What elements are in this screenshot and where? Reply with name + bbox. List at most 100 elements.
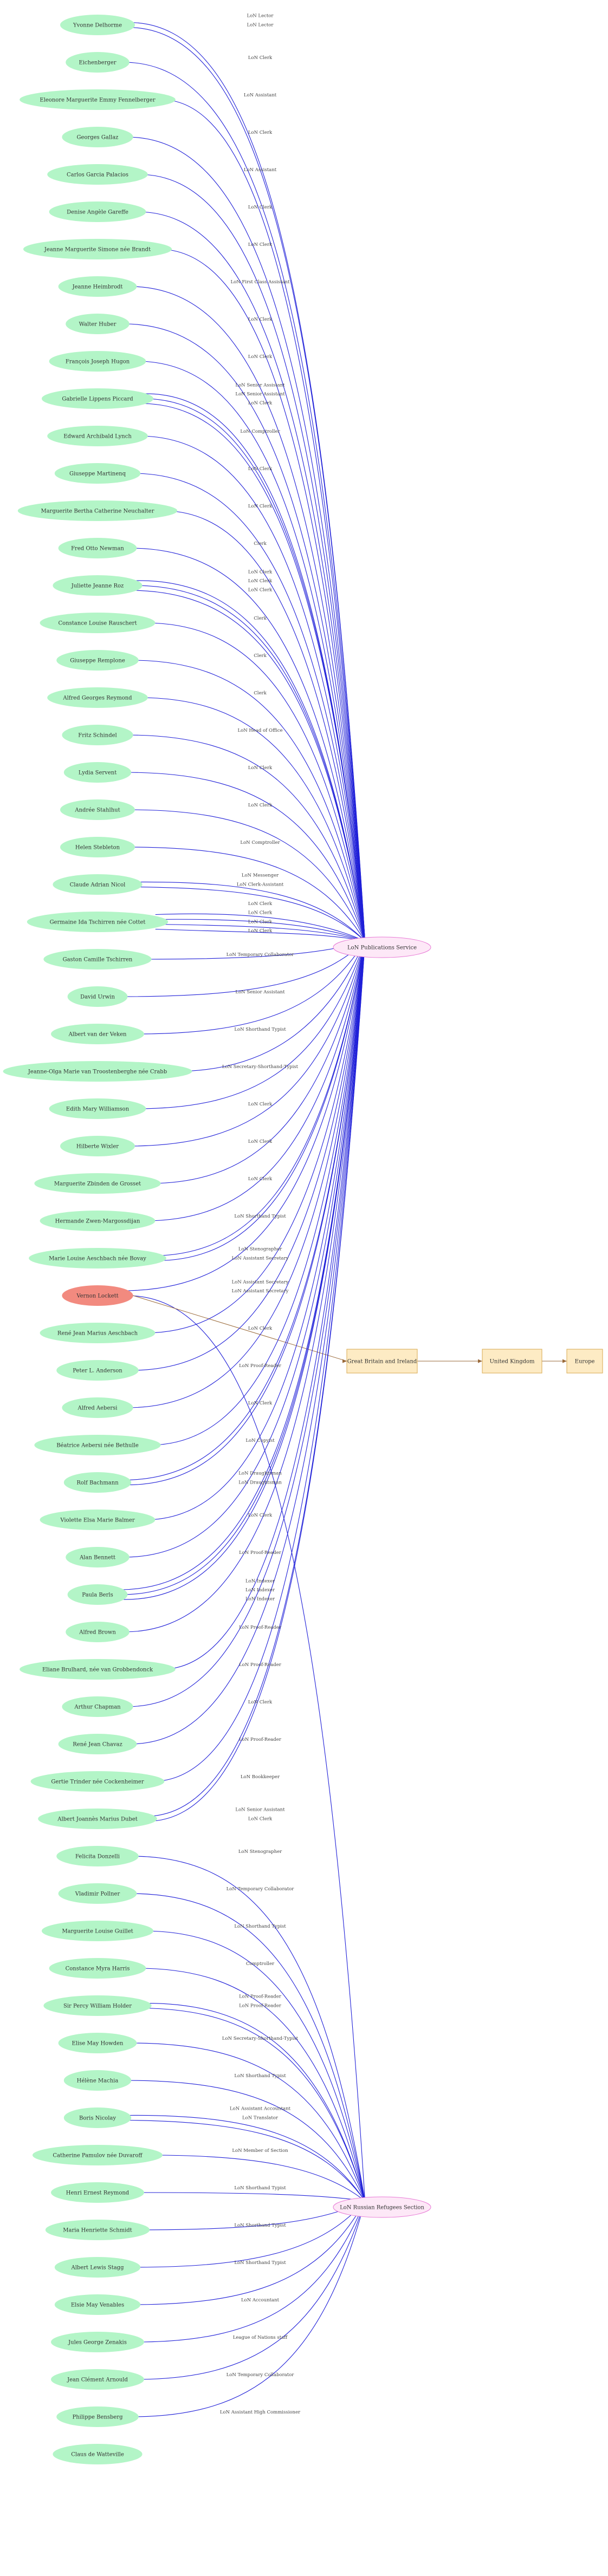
person-node[interactable]: Arthur Chapman <box>62 1696 133 1717</box>
person-node[interactable]: Helen Stebleton <box>60 837 135 857</box>
person-node[interactable]: Eichenberger <box>66 52 130 73</box>
person-node[interactable]: Jean Clément Arnould <box>51 2369 144 2390</box>
person-node[interactable]: Sir Percy William Holder <box>43 1995 152 2016</box>
edge-germaine-ida-tschirren-nee-cottet-to-publications <box>155 923 365 942</box>
person-node[interactable]: Constance Myra Harris <box>49 1958 146 1979</box>
person-node[interactable]: Felicita Donzelli <box>56 1846 139 1866</box>
edge-label: LoN Clerk <box>248 466 273 472</box>
person-node[interactable]: Claus de Watteville <box>53 2444 143 2464</box>
person-node[interactable]: Fred Otto Newman <box>58 538 137 558</box>
person-node[interactable]: Maria Henriette Schmidt <box>45 2220 150 2240</box>
person-node[interactable]: Yvonne Delhorme <box>60 15 135 35</box>
person-name: Marie Louise Aeschbach née Bovay <box>49 1256 146 1262</box>
person-node[interactable]: David Urwin <box>67 986 128 1007</box>
person-node[interactable]: Eleonore Marguerite Emmy Fennelberger <box>20 89 176 110</box>
person-node[interactable]: Paula Berls <box>67 1584 128 1605</box>
person-node[interactable]: Vladimir Pollner <box>58 1883 137 1904</box>
person-node[interactable]: Marguerite Louise Guillet <box>42 1921 153 1941</box>
person-node[interactable]: Giuseppe Remplone <box>56 650 139 671</box>
place-node-gb[interactable]: Great Britain and Ireland <box>346 1349 418 1374</box>
person-node[interactable]: Lydia Servent <box>63 762 132 783</box>
person-node[interactable]: François Joseph Hugon <box>49 351 146 372</box>
edge-boris-nicolay-to-refugees <box>125 2119 365 2201</box>
person-node[interactable]: Hélène Machia <box>63 2070 132 2091</box>
service-node-pub[interactable]: LoN Publications Service <box>333 936 431 958</box>
edge-eichenberger-to-publications <box>124 62 366 941</box>
edge-label: LoN Indexer <box>245 1588 275 1593</box>
person-ellipse <box>17 500 178 521</box>
edge-label: LoN Clerk <box>248 1139 273 1144</box>
person-node[interactable]: Catherine Pamulov née Duvaroff <box>33 2145 163 2165</box>
person-node[interactable]: Béatrice Aebersi née Bethulle <box>34 1435 161 1455</box>
person-node[interactable]: Edith Mary Williamson <box>49 1098 146 1119</box>
person-node[interactable]: Jeanne-Olga Marie van Troostenberghe née… <box>3 1061 192 1082</box>
edge-paula-berls-to-publications <box>122 941 366 1595</box>
person-node[interactable]: Germaine Ida Tschirren née Cottet <box>27 912 169 932</box>
person-node[interactable]: Boris Nicolay <box>63 2107 132 2128</box>
person-node[interactable]: Marguerite Bertha Catherine Neuchalter <box>17 500 178 521</box>
edge-label: LoN Senior Assistant <box>235 392 285 397</box>
person-node[interactable]: Rolf Bachmann <box>63 1472 132 1493</box>
edge-label: LoN Temporary Collaborator <box>227 1887 295 1892</box>
person-node[interactable]: Philippe Bensberg <box>56 2406 139 2427</box>
edge-label: LoN Clerk <box>248 242 273 248</box>
person-node[interactable]: René Jean Marius Aeschbach <box>40 1323 156 1343</box>
person-node[interactable]: Marguerite Zbinden de Grosset <box>34 1173 161 1194</box>
person-node[interactable]: Elise May Howden <box>58 2033 137 2053</box>
service-node-ref[interactable]: LoN Russian Refugees Section <box>333 2196 431 2218</box>
place-node-eu[interactable]: Europe <box>566 1349 603 1374</box>
person-ellipse <box>66 314 130 334</box>
person-node[interactable]: Violette Elsa Marie Balmer <box>40 1510 156 1530</box>
person-node[interactable]: Gertie Trinder née Cockenheimer <box>30 1771 165 1792</box>
person-node[interactable]: Andrée Stahlhut <box>60 799 135 820</box>
edge-edward-archibald-lynch-to-publications <box>139 435 366 941</box>
edge-walter-huber-to-publications <box>124 323 366 941</box>
person-node[interactable]: Alan Bennett <box>66 1547 130 1567</box>
person-name: Elsie May Venables <box>71 2302 124 2308</box>
person-node[interactable]: Claude Adrian Nicol <box>53 874 143 895</box>
person-node[interactable]: Edward Archibald Lynch <box>47 426 148 446</box>
person-node[interactable]: Vernon Lockett <box>62 1285 133 1306</box>
person-ellipse <box>62 1397 133 1418</box>
edge-label: LoN Clerk <box>248 1176 273 1182</box>
edge-label: LoN Temporary Collaborator <box>227 952 295 958</box>
person-node[interactable]: Juliette Jeanne Roz <box>53 575 143 596</box>
person-node[interactable]: Alfred Aebersi <box>62 1397 133 1418</box>
person-node[interactable]: Alfred Brown <box>66 1622 130 1642</box>
person-ellipse <box>67 986 128 1007</box>
person-ellipse <box>23 239 172 259</box>
edge-label: LoN Clerk <box>248 317 273 322</box>
edge-jules-george-zenakis-to-refugees <box>135 2201 366 2343</box>
person-node[interactable]: Albert Joannès Marius Dubet <box>38 1809 157 1829</box>
person-node[interactable]: Hilberte Wixler <box>60 1136 135 1156</box>
person-node[interactable]: Gabrielle Lippens Piccard <box>42 388 153 409</box>
person-node[interactable]: Henri Ernest Reymond <box>51 2182 144 2203</box>
person-node[interactable]: Albert van der Veken <box>51 1024 144 1044</box>
edge-label: LoN Clerk <box>248 578 273 584</box>
person-node[interactable]: Giuseppe Martinenq <box>54 463 141 484</box>
person-node[interactable]: Jules George Zenakis <box>51 2332 144 2352</box>
person-node[interactable]: Carlos Garcia Palacios <box>47 164 148 185</box>
person-node[interactable]: Alfred Georges Reymond <box>47 687 148 708</box>
place-node-uk[interactable]: United Kingdom <box>482 1349 542 1374</box>
person-node[interactable]: Fritz Schindel <box>62 725 133 745</box>
person-node[interactable]: Walter Huber <box>66 314 130 334</box>
person-node[interactable]: Peter L. Anderson <box>56 1360 139 1381</box>
person-node[interactable]: Denise Angèle Gareffe <box>49 201 146 222</box>
person-node[interactable]: Eliane Brulhard, née van Grobbendonck <box>20 1659 176 1680</box>
person-node[interactable]: Marie Louise Aeschbach née Bovay <box>29 1248 166 1269</box>
person-node[interactable]: Jeanne Marguerite Simone née Brandt <box>23 239 172 259</box>
person-node[interactable]: René Jean Chavaz <box>58 1734 137 1754</box>
edge-label: LoN Comptroller <box>240 840 280 845</box>
person-node[interactable]: Gaston Camille Tschirren <box>43 949 152 970</box>
person-node[interactable]: Jeanne Heimbrodt <box>58 276 137 297</box>
person-ellipse <box>3 1061 192 1082</box>
person-node[interactable]: Hermande Zwen-Margossdijan <box>40 1211 156 1231</box>
person-node[interactable]: Albert Lewis Stagg <box>54 2257 141 2278</box>
person-node[interactable]: Georges Gallaz <box>62 127 133 147</box>
person-node[interactable]: Elsie May Venables <box>54 2294 141 2315</box>
person-node[interactable]: Constance Louise Rauschert <box>40 613 156 633</box>
edge-label: LoN Clerk <box>248 1401 273 1406</box>
edge-label: LoN Clerk <box>248 1700 273 1705</box>
